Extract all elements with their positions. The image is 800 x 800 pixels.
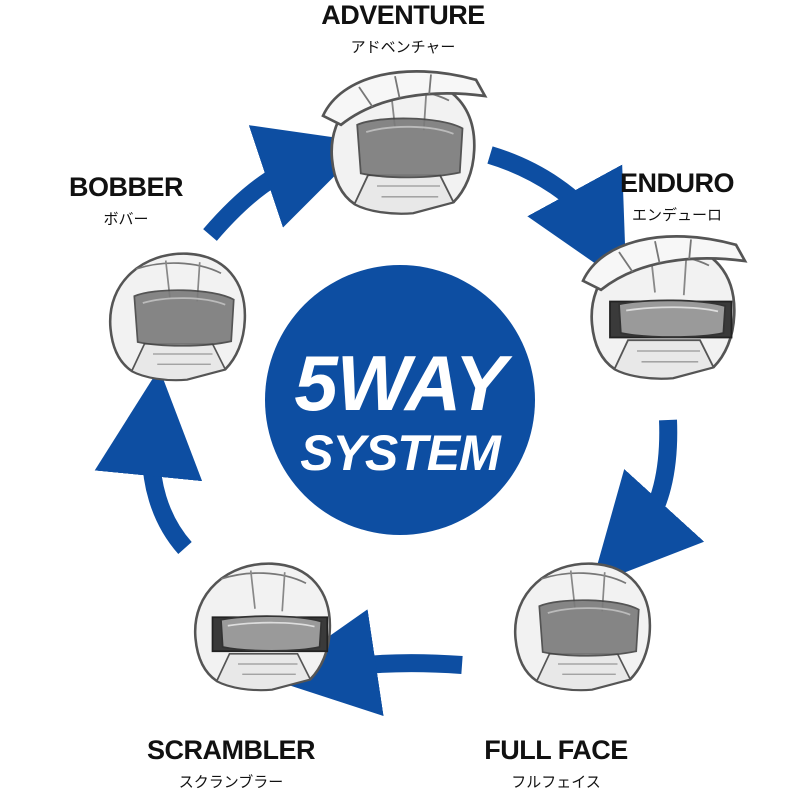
label-full-face: FULL FACE [484,735,628,765]
center-disc [265,265,535,535]
arrow-enduro-to-fullface [591,419,705,586]
label-enduro-jp: エンデューロ [631,206,723,224]
arrow-bobber-to-adventure [203,125,369,241]
label-bobber: BOBBER [68,172,184,202]
label-adventure: ADVENTURE [321,0,485,30]
label-scrambler-jp: スクランブラー [178,773,284,791]
arrow-scrambler-to-bobber [94,368,203,554]
scrambler-helmet-icon [193,562,332,692]
label-bobber-jp: ボバー [103,210,149,228]
adventure-helmet-icon [321,69,487,215]
label-full-face-jp: フルフェイス [511,773,601,791]
arrow-fullface-to-scrambler [268,609,463,717]
center-title-system: SYSTEM [300,425,501,481]
label-enduro: ENDURO [619,168,735,198]
full-face-helmet-icon [513,562,652,692]
arrow-adventure-to-enduro [487,146,627,286]
label-adventure-jp: アドベンチャー [350,38,456,56]
label-scrambler: SCRAMBLER [147,735,316,765]
center-title-5way: 5WAY [294,339,506,427]
